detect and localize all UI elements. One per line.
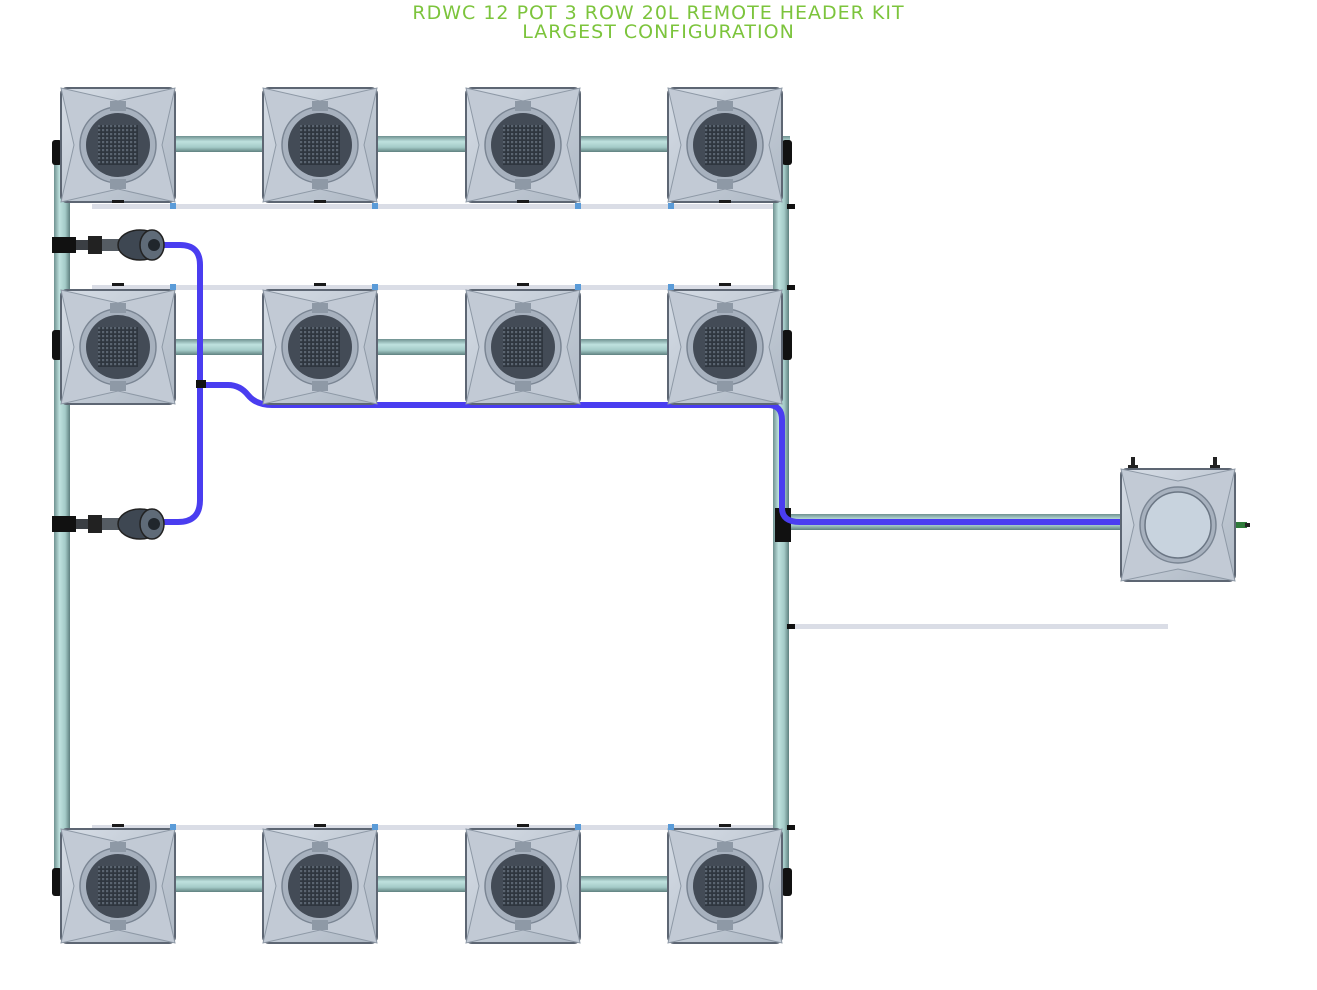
grow-pot — [465, 828, 581, 944]
grow-pot — [60, 87, 176, 203]
grow-pot — [465, 289, 581, 405]
grow-pot — [667, 87, 783, 203]
rail-connectors — [170, 203, 674, 830]
grow-pot — [262, 828, 378, 944]
title-line-2: LARGEST CONFIGURATION — [522, 21, 795, 43]
grow-pot — [60, 289, 176, 405]
pump — [61, 229, 165, 261]
return-pipes — [54, 136, 1124, 893]
grow-pot — [667, 289, 783, 405]
rail-clips — [112, 200, 731, 827]
grow-pot — [262, 289, 378, 405]
grow-pot — [667, 828, 783, 944]
grow-pot — [262, 87, 378, 203]
support-rails — [92, 204, 1168, 830]
pump — [61, 508, 165, 540]
feed-hose-main — [197, 382, 1127, 525]
title-line-1: RDWC 12 POT 3 ROW 20L REMOTE HEADER KIT — [412, 2, 905, 24]
grow-pot — [465, 87, 581, 203]
remote-header-tank — [1120, 457, 1250, 582]
grow-pot — [60, 828, 176, 944]
